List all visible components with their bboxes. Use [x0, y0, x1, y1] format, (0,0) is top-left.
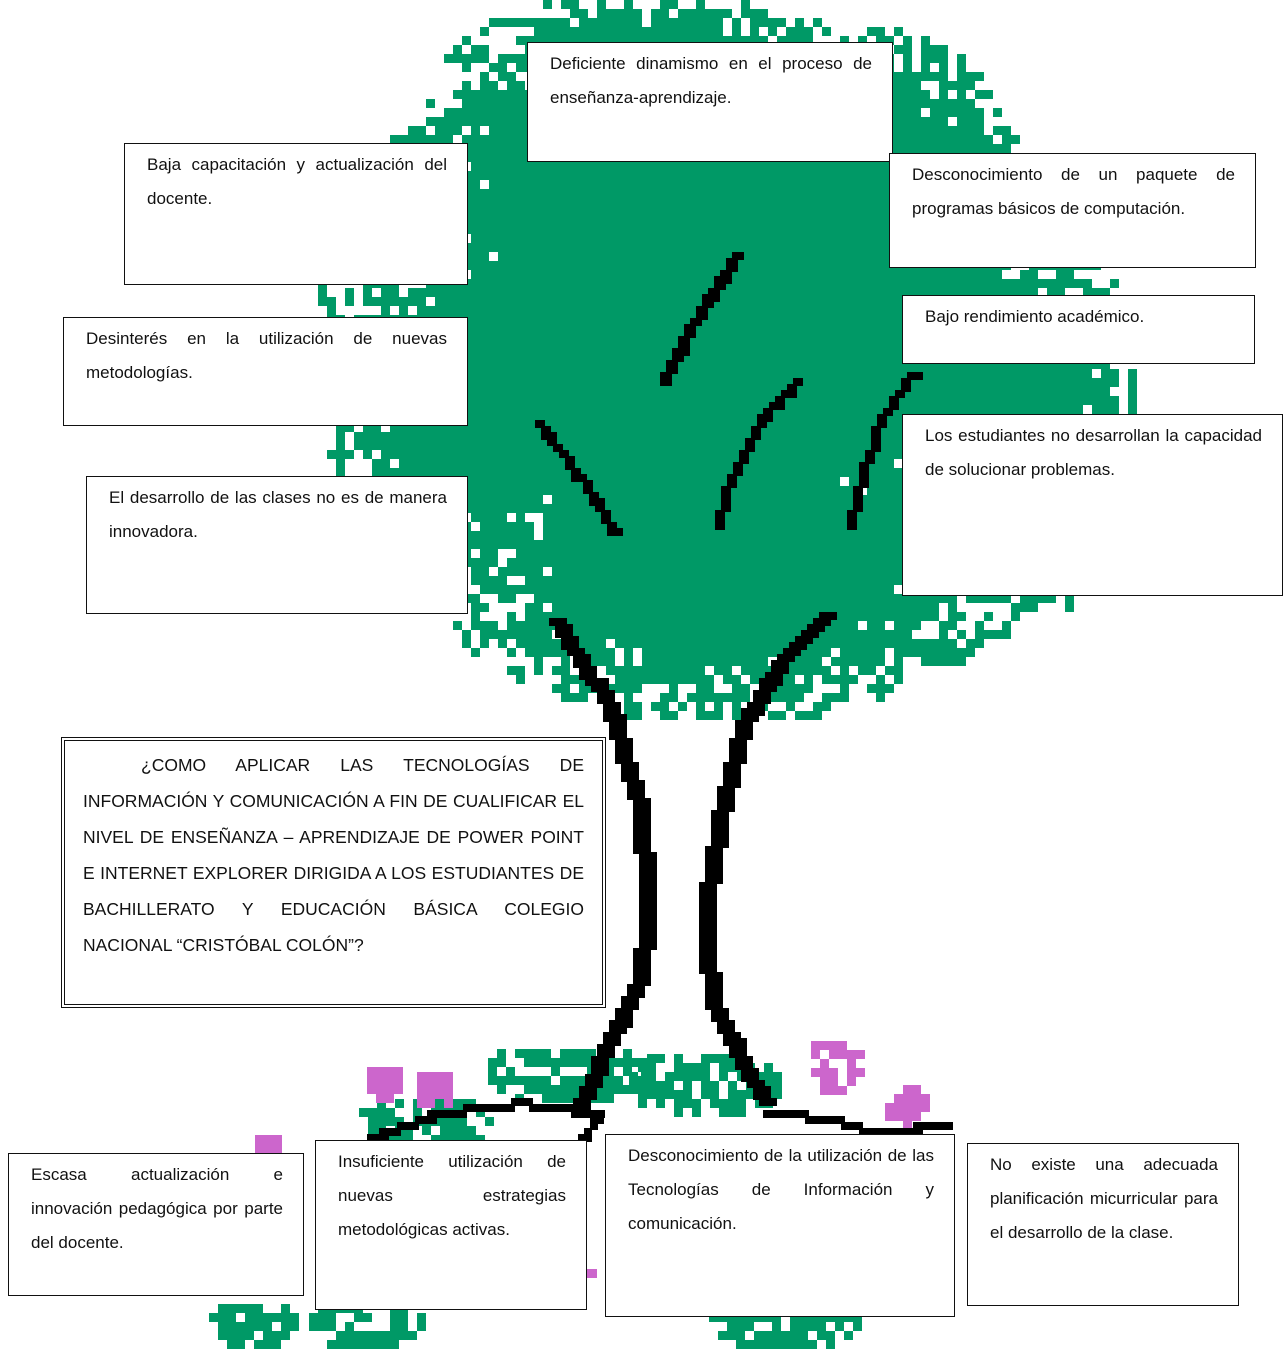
effect-text: Los estudiantes no desarrollan la capaci… [925, 426, 1262, 479]
effect-box-non-innovative-classes: El desarrollo de las clases no es de man… [86, 476, 468, 614]
cause-box-planning: No existe una adecuada planificación mic… [967, 1143, 1239, 1306]
cause-text: No existe una adecuada planificación mic… [990, 1155, 1218, 1242]
cause-box-ict-knowledge: Desconocimiento de la utilización de las… [605, 1134, 955, 1317]
effect-text: Desconocimiento de un paquete de program… [912, 165, 1235, 218]
effect-text: Desinterés en la utilización de nuevas m… [86, 329, 447, 382]
central-problem-box: ¿COMO APLICAR LAS TECNOLOGÍAS DE INFORMA… [61, 737, 606, 1008]
effect-text: Deficiente dinamismo en el proceso de en… [550, 54, 872, 107]
effect-text: Bajo rendimiento académico. [925, 307, 1145, 326]
cause-text: Insuficiente utilización de nuevas estra… [338, 1152, 566, 1239]
central-problem-text: ¿COMO APLICAR LAS TECNOLOGÍAS DE INFORMA… [83, 755, 584, 955]
cause-text: Desconocimiento de la utilización de las… [628, 1146, 934, 1233]
effect-box-low-performance: Bajo rendimiento académico. [902, 295, 1255, 364]
effect-box-methodology-disinterest: Desinterés en la utilización de nuevas m… [63, 317, 468, 426]
effect-text: El desarrollo de las clases no es de man… [109, 488, 447, 541]
effect-box-problem-solving: Los estudiantes no desarrollan la capaci… [902, 414, 1283, 596]
effect-box-software-knowledge: Desconocimiento de un paquete de program… [889, 153, 1256, 268]
tree-trunk [355, 252, 953, 1178]
effect-text: Baja capacitación y actualización del do… [147, 155, 447, 208]
cause-box-pedagogical-update: Escasa actualización e innovación pedagó… [8, 1153, 304, 1296]
cause-box-active-strategies: Insuficiente utilización de nuevas estra… [315, 1140, 587, 1310]
effect-box-teacher-training: Baja capacitación y actualización del do… [124, 143, 468, 285]
cause-text: Escasa actualización e innovación pedagó… [31, 1165, 283, 1252]
effect-box-dynamism: Deficiente dinamismo en el proceso de en… [527, 42, 893, 162]
